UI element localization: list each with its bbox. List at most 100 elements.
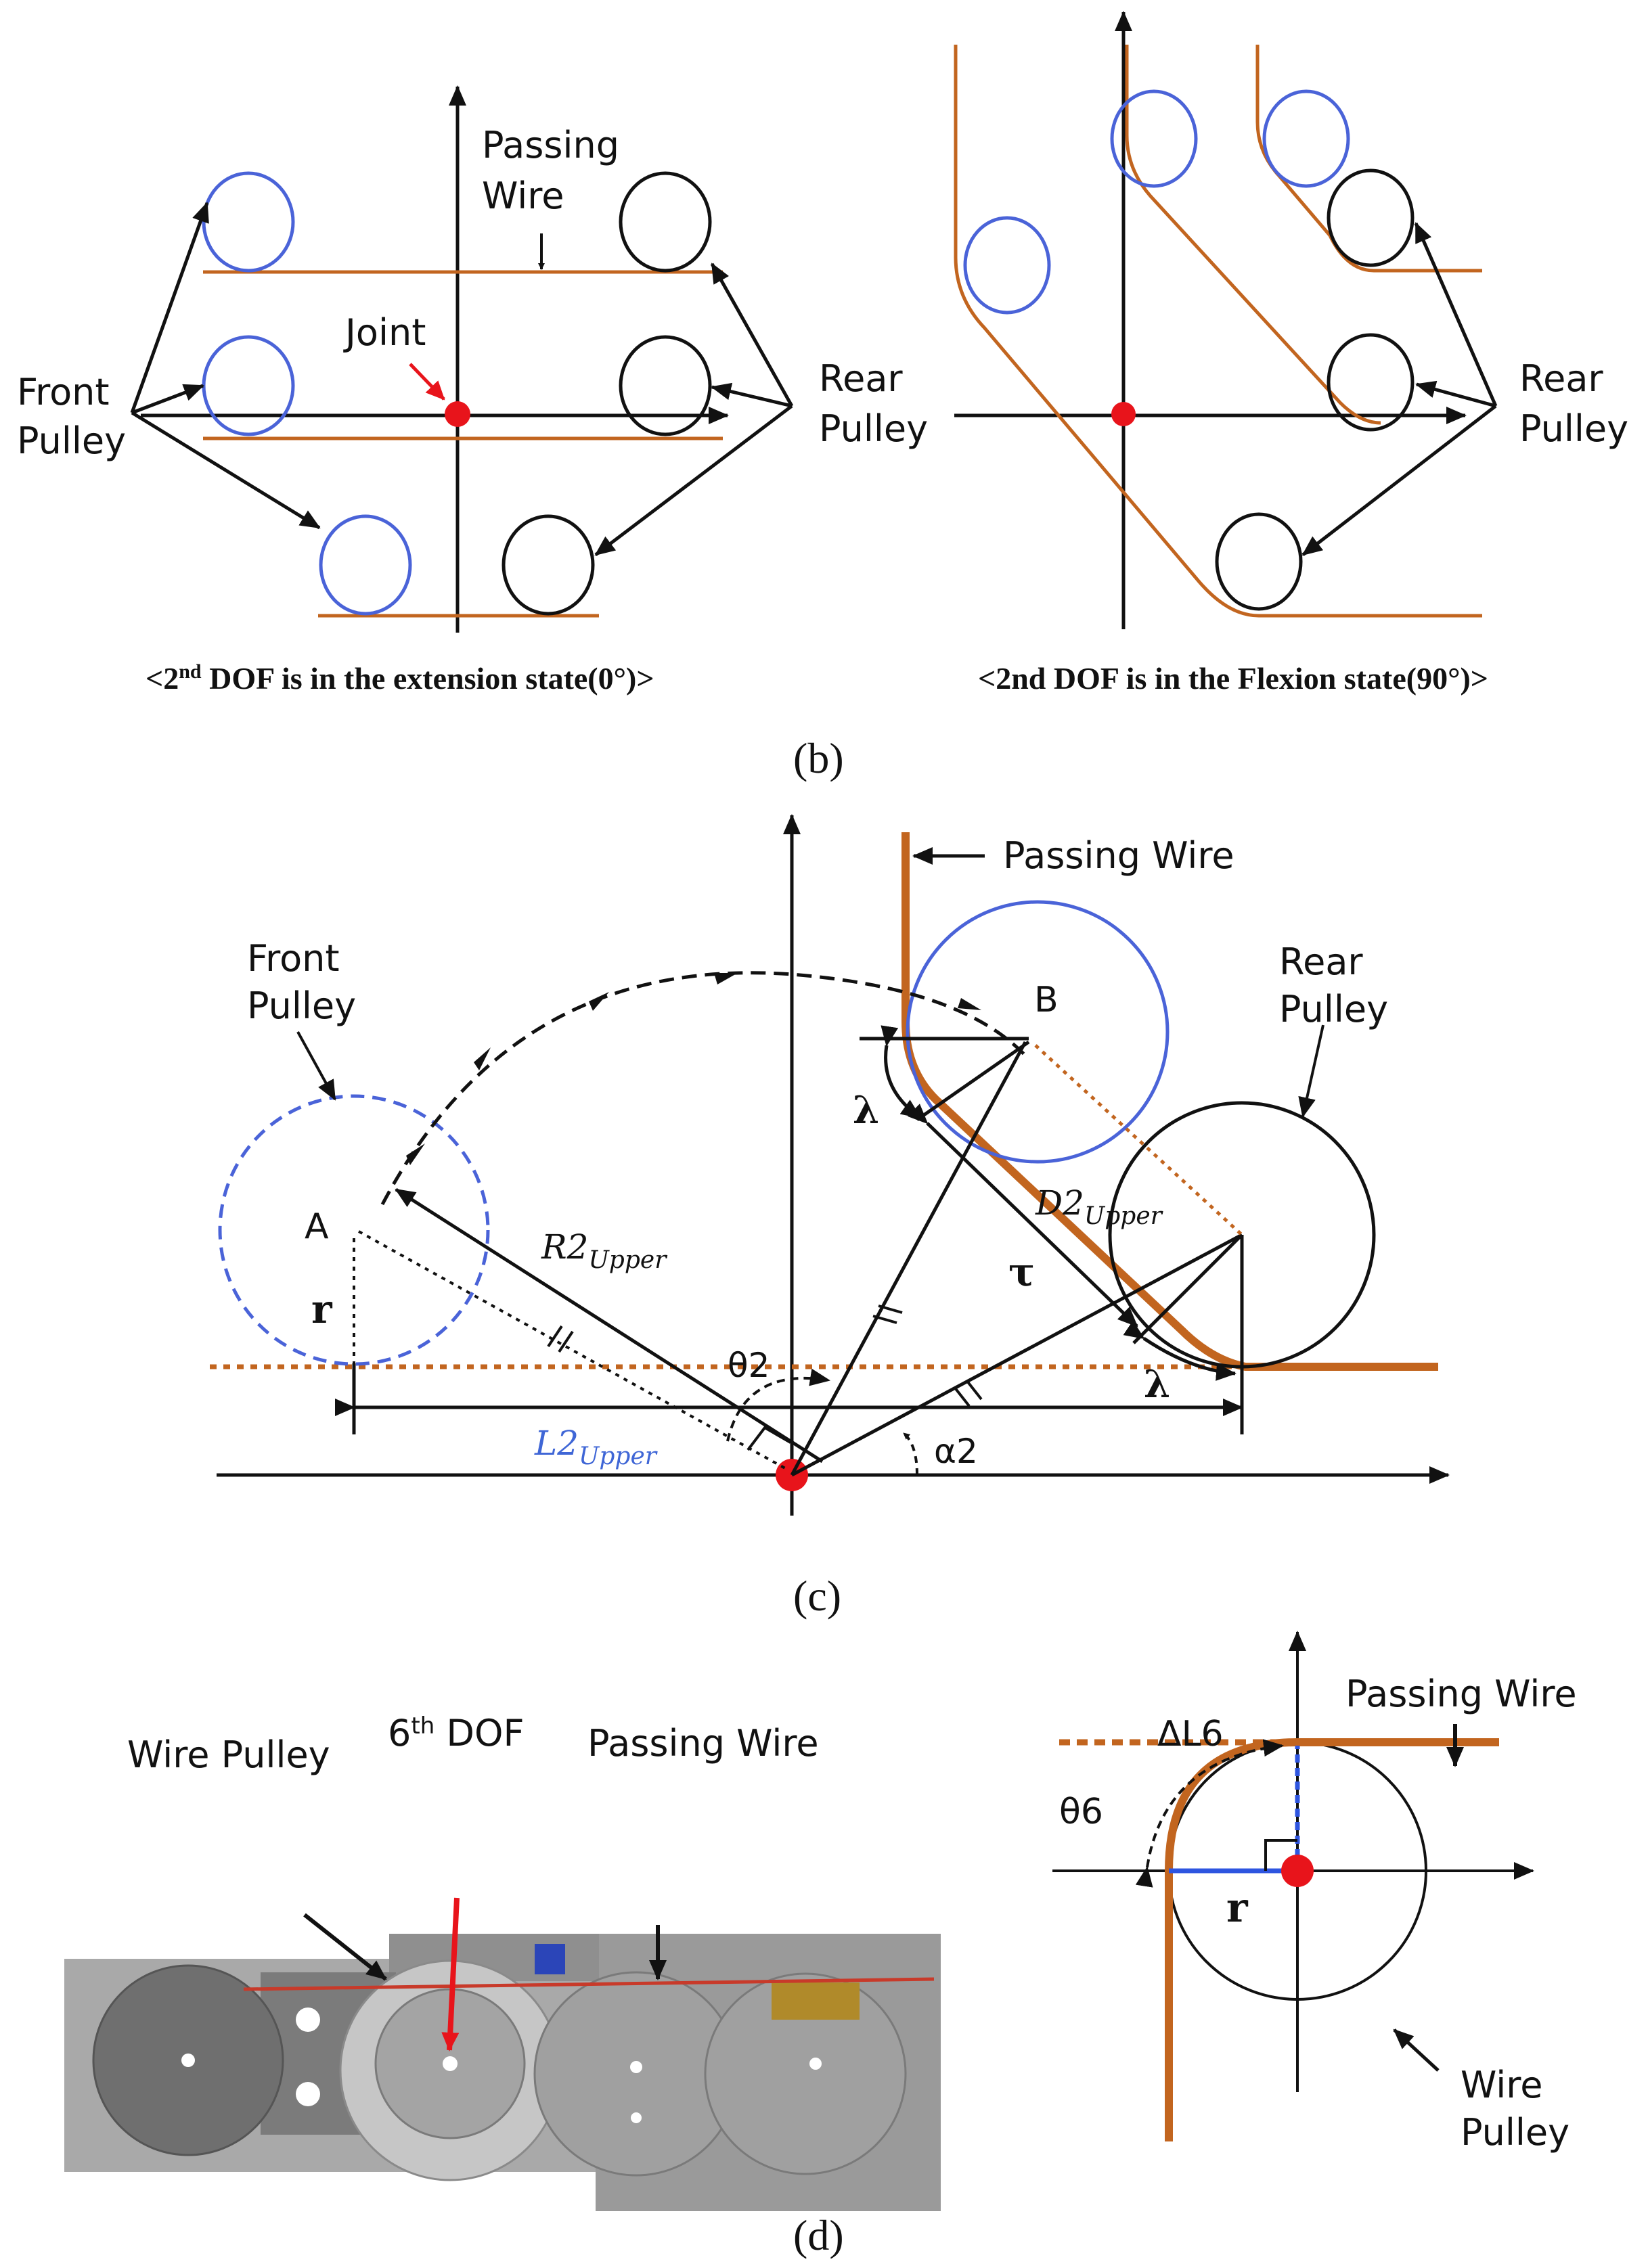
panel-b-flexion: Rear Pulley <2nd DOF is in the Flexion s… <box>954 11 1628 696</box>
front-leader-bottom <box>131 411 321 530</box>
tau-arrow <box>907 1104 1138 1328</box>
passing-wire <box>1165 1738 1499 2141</box>
theta2-arc <box>726 1368 830 1442</box>
rear-pulley-1 <box>1327 168 1415 267</box>
r-label: r <box>1226 1884 1249 1932</box>
rear-pulley-label-line2: Pulley <box>819 407 928 450</box>
right-angle-mark <box>747 1426 792 1451</box>
b-to-lambda <box>916 1040 1030 1122</box>
front-leader-top <box>130 202 209 413</box>
wire-pulley-label-line2: Pulley <box>1461 2111 1569 2154</box>
joint-dot <box>445 401 470 427</box>
rear-pulley-label-line1: Rear <box>1519 357 1603 400</box>
rear-leader-1 <box>1414 222 1498 407</box>
rear-pulley-top <box>619 171 712 273</box>
front-pulley-label-line2: Pulley <box>247 984 356 1027</box>
render-blue-part <box>535 1944 565 1974</box>
rear-leader-top <box>710 263 794 407</box>
panel-label-c: (c) <box>793 1572 841 1620</box>
panel-c: Passing Wire Front Pulley Rear Pulley A … <box>210 814 1450 1516</box>
render-gold-part <box>772 1982 860 2020</box>
front-pulley-middle <box>202 335 295 436</box>
panel-b-extension: Passing Wire Joint Front Pulley Rear Pul… <box>17 85 928 696</box>
lambda-label-lower: λ <box>1144 1362 1170 1407</box>
alpha2-label: α2 <box>934 1432 978 1471</box>
wire-inner <box>1255 45 1482 273</box>
point-a-label: A <box>305 1206 329 1247</box>
render-hole-6 <box>631 2112 642 2123</box>
render-hole-3 <box>296 2082 320 2106</box>
lambda-arc-upper <box>881 1025 922 1120</box>
joint-label: Joint <box>343 311 426 354</box>
panel-label-d: (d) <box>793 2211 844 2259</box>
render-pulley-4 <box>704 1972 907 2175</box>
wire-pulley-label-line1: Wire <box>1461 2064 1542 2106</box>
render-hole-1 <box>181 2054 195 2067</box>
r2-upper-line <box>395 1187 824 1464</box>
theta2-label: θ2 <box>728 1346 770 1385</box>
l2-upper-label: L2Upper <box>534 1424 658 1470</box>
panel-label-b: (b) <box>793 734 844 782</box>
passing-wire-label: Passing Wire <box>1003 834 1234 877</box>
rear-leader-bottom <box>594 405 793 556</box>
equal-tick-ob <box>872 1305 903 1324</box>
passing-wire-label-line1: Passing <box>482 124 619 166</box>
rear-pulley-3 <box>1215 512 1303 611</box>
passing-wire-label: Passing Wire <box>1345 1673 1577 1715</box>
rear-pulley-pointer <box>1298 1024 1324 1118</box>
rear-pulley-2 <box>1327 333 1415 432</box>
front-pulley-label-line2: Pulley <box>17 419 126 462</box>
equal-tick-orear <box>953 1379 983 1407</box>
arc-arrow-1 <box>406 1143 425 1165</box>
panel-d-render: Wire Pulley 6th DOF Passing Wire <box>64 1712 941 2211</box>
rear-center-to-tangent <box>1132 1233 1243 1344</box>
front-pulley-dashed <box>218 1094 490 1366</box>
wire-pulley-pointer <box>1393 2028 1440 2072</box>
arc-arrow-4 <box>714 973 738 984</box>
sixth-dof-label: 6th DOF <box>388 1712 525 1754</box>
wire-outer <box>954 45 1482 618</box>
front-pulley-pointer <box>296 1031 336 1101</box>
front-pulley-rotated <box>906 900 1170 1164</box>
front-pulley-label-line1: Front <box>17 371 110 413</box>
passing-wire-label: Passing Wire <box>587 1722 819 1765</box>
d2-upper-label: D2Upper <box>1035 1183 1163 1230</box>
front-leader-middle <box>131 384 204 415</box>
render-wire <box>243 1977 935 1991</box>
arc-arrow-3 <box>589 992 609 1011</box>
front-pulley-1 <box>963 216 1051 315</box>
render-hole-7 <box>809 2058 822 2070</box>
lambda-arc-lower <box>1123 1320 1237 1381</box>
front-pulley-3 <box>1262 89 1350 188</box>
rear-pulley-bottom <box>502 514 595 616</box>
rear-leader-2 <box>1415 380 1496 408</box>
caption-flexion: <2nd DOF is in the Flexion state(90°)> <box>978 661 1488 696</box>
tau-label: τ <box>1008 1249 1035 1295</box>
origin-to-rear-center <box>790 1233 1243 1477</box>
wire-middle <box>1125 45 1381 425</box>
front-pulley-2 <box>1110 89 1198 188</box>
joint-dot <box>1281 1855 1314 1887</box>
theta6-label: θ6 <box>1059 1792 1103 1832</box>
front-pulley-label-line1: Front <box>247 937 340 980</box>
point-b-label: B <box>1034 980 1059 1020</box>
rear-pulley-label-line2: Pulley <box>1279 988 1388 1030</box>
arc-arrow-2 <box>474 1047 491 1070</box>
front-pulley-top <box>202 171 295 273</box>
wire-pulley-label: Wire Pulley <box>127 1733 330 1776</box>
delta-theta-arc <box>1135 1739 1284 1888</box>
rear-leader-3 <box>1301 405 1497 556</box>
lambda-label-upper: λ <box>853 1088 879 1133</box>
rear-pulley-label-line2: Pulley <box>1519 407 1628 450</box>
joint-pointer <box>409 363 445 401</box>
render-hole-5 <box>630 2061 642 2073</box>
front-pulley-bottom <box>319 514 412 616</box>
render-hole-4 <box>443 2056 458 2071</box>
alpha2-arc <box>902 1432 918 1476</box>
passing-wire-label-line2: Wire <box>482 175 564 217</box>
delta-l6-label: ΔL6 <box>1157 1714 1224 1754</box>
wire-pulley-pointer <box>303 1913 387 1981</box>
panel-d-schematic: Passing Wire ΔL6 θ6 r Wire Pulley <box>1052 1631 1577 2154</box>
rear-pulley-middle <box>619 335 712 436</box>
